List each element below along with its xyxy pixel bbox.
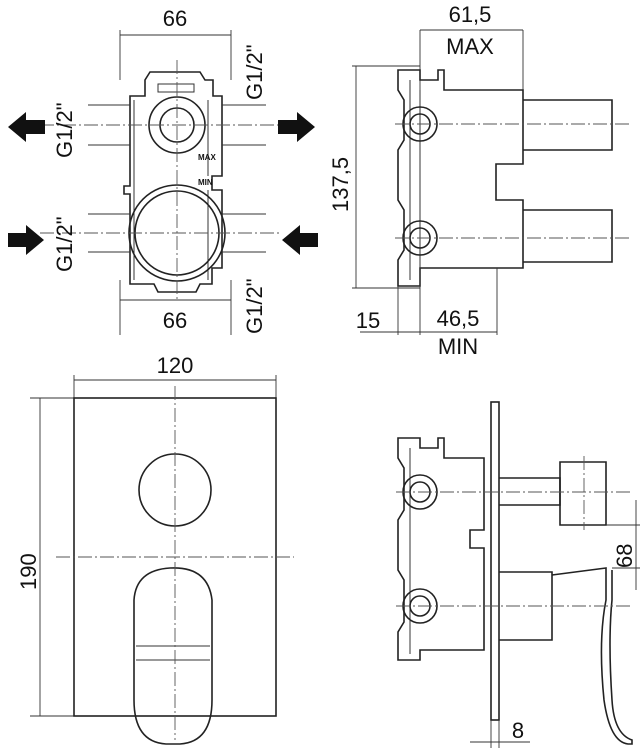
thread-label-top-left: G1/2"	[52, 102, 77, 158]
label-max: MAX	[446, 34, 494, 59]
thread-label-bottom-right: G1/2"	[242, 278, 267, 334]
front-plate-view: 120 190	[16, 353, 294, 745]
dim-width: 120	[157, 353, 194, 378]
inlet-arrow-right-icon	[278, 112, 315, 142]
front-view-box: 66 MAX MIN G1/2" G1/2"	[8, 6, 318, 335]
mixer-lever	[133, 567, 213, 745]
dim-bottom-66: 66	[163, 308, 187, 333]
dim-spacing-68: 68	[612, 544, 637, 568]
dim-base: 15	[356, 308, 380, 333]
thread-label-top-right: G1/2"	[242, 44, 267, 100]
label-min: MIN	[438, 334, 478, 359]
side-view-box: 61,5 MAX 137,5 15 46,5 MIN	[328, 2, 632, 359]
dim-top-66: 66	[163, 6, 187, 31]
mark-min: MIN	[198, 178, 213, 187]
inlet-arrow-lower-left-icon	[8, 225, 44, 255]
outlet-arrow-left-icon	[8, 112, 45, 142]
dim-plate-8: 8	[512, 718, 524, 743]
dim-depth-min: 46,5	[437, 306, 480, 331]
thread-label-bottom-left: G1/2"	[52, 216, 77, 272]
mark-max: MAX	[198, 153, 216, 162]
dim-height: 137,5	[328, 157, 353, 212]
dim-depth-max: 61,5	[449, 2, 492, 27]
dim-height-190: 190	[16, 553, 41, 590]
inlet-arrow-lower-right-icon	[282, 225, 318, 255]
side-assembled-view: 68 8	[396, 401, 640, 748]
